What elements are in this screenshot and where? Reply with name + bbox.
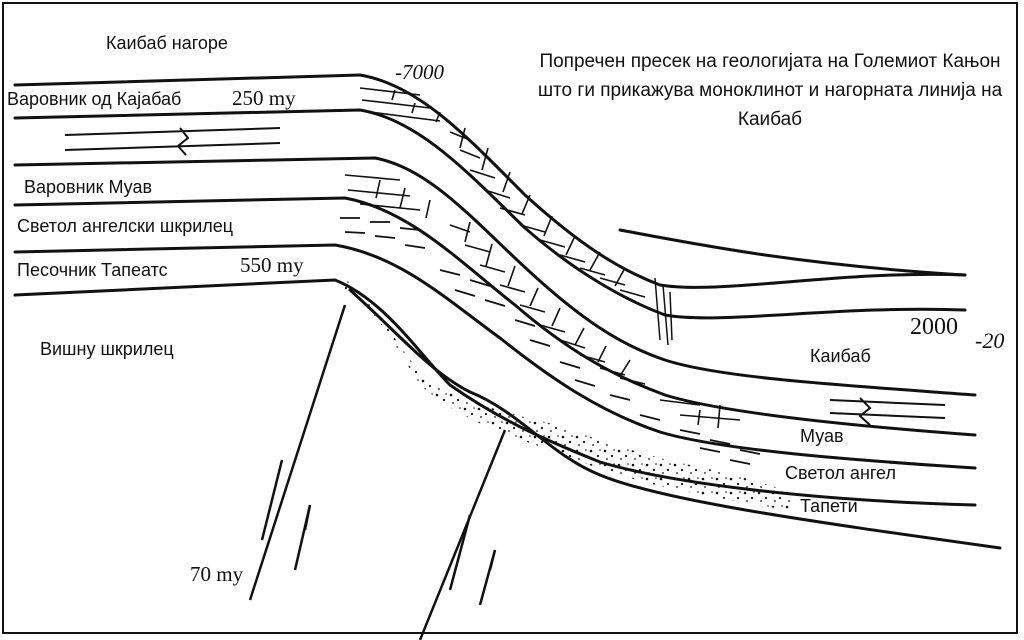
elevation-7000-annotation: -7000: [395, 60, 444, 84]
break-symbol-right: [829, 397, 946, 426]
label-muav-right: Муав: [800, 426, 844, 446]
fault-arrow-left: [260, 459, 312, 571]
age-550-annotation: 550 my: [240, 253, 304, 277]
muav-top-line: [13, 156, 977, 397]
label-bright-angel-right: Светол ангел: [785, 463, 896, 483]
fault-line-left: [248, 304, 347, 601]
kaibab-base-line: [13, 108, 967, 320]
frame-border: [2, 2, 1018, 634]
muav-base-line: [13, 196, 977, 437]
label-vishnu-schist: Вишну шкрилец: [40, 339, 174, 359]
label-kaibab-upwarp: Каибаб нагоре: [106, 33, 228, 53]
tapeats-base-line: [13, 278, 977, 507]
diagram-title: Попречен пресек на геологијата на Големи…: [537, 51, 1003, 130]
break-symbol-left: [64, 127, 281, 156]
fracture-zone: [654, 277, 673, 346]
tapeats-sandstone-band: [335, 277, 790, 510]
kaibab-top-line: [13, 73, 967, 289]
muav-limestone-bricks: [344, 174, 741, 429]
bright-angel-shale-dashes: [340, 217, 761, 465]
label-kaibab-limestone: Варовник од Кајабаб: [7, 89, 182, 109]
age-250-annotation: 250 my: [232, 86, 296, 110]
elevation-2000-annotation: 2000: [910, 314, 958, 340]
upper-right-line: [618, 228, 967, 277]
label-bright-angel-shale: Светол ангелски шкрилец: [17, 216, 234, 236]
label-muav-limestone: Варовник Муав: [24, 177, 153, 197]
vishnu-contact-line: [348, 288, 1002, 550]
label-kaibab-right: Каибаб: [810, 346, 871, 366]
label-tapeats-right: Тапети: [800, 496, 858, 516]
label-tapeats-sandstone: Песочник Тапеатс: [17, 260, 168, 280]
elevation-20-annotation: -20: [975, 328, 1005, 353]
kaibab-limestone-bricks: [359, 87, 646, 298]
fault-line-right: [418, 429, 507, 640]
bright-angel-base-line: [13, 243, 977, 470]
age-70-annotation: 70 my: [190, 562, 244, 586]
fault-arrow-right: [448, 514, 497, 606]
